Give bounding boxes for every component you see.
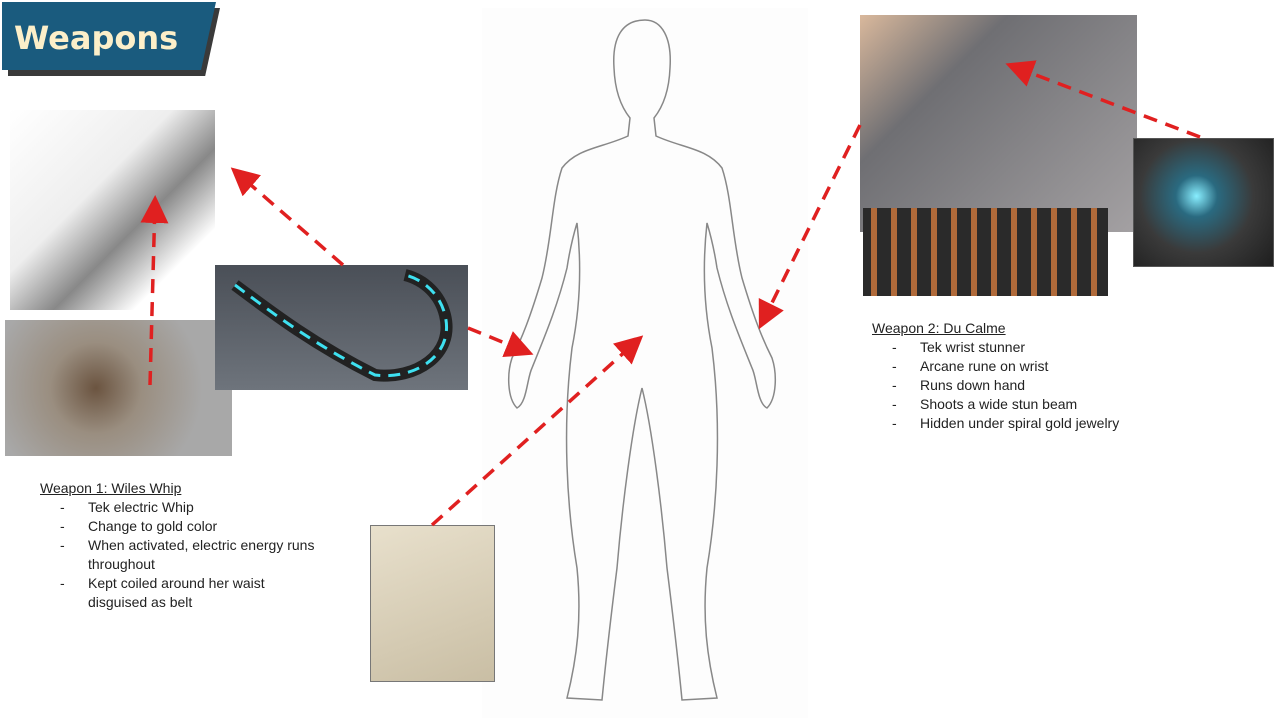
arrow-to-left-hand bbox=[467, 326, 534, 358]
slide-title: Weapons bbox=[2, 2, 216, 70]
list-item: Change to gold color bbox=[40, 517, 320, 536]
electric-whip-image bbox=[215, 265, 468, 390]
list-item: Runs down hand bbox=[872, 376, 1192, 395]
weapon2-heading: Weapon 2: Du Calme bbox=[872, 320, 1006, 336]
weapon2-notes: Weapon 2: Du Calme Tek wrist stunner Arc… bbox=[872, 319, 1192, 433]
list-item: When activated, electric energy runs thr… bbox=[40, 536, 320, 574]
arrow-whip-top bbox=[230, 167, 345, 267]
arrow-whip-vertical bbox=[140, 195, 169, 386]
arrow-wrist-to-glove bbox=[1005, 60, 1201, 139]
arrow-belt-to-waist bbox=[430, 335, 644, 527]
body-outline-image bbox=[482, 8, 808, 718]
weapon1-heading: Weapon 1: Wiles Whip bbox=[40, 480, 182, 496]
whip-parts-image bbox=[10, 110, 215, 310]
list-item: Tek wrist stunner bbox=[872, 338, 1192, 357]
wrist-device-image bbox=[1133, 138, 1274, 267]
character-whip-image bbox=[5, 320, 232, 456]
list-item: Hidden under spiral gold jewelry bbox=[872, 414, 1192, 433]
weapon1-notes: Weapon 1: Wiles Whip Tek electric Whip C… bbox=[40, 479, 320, 612]
arrow-glove-to-right-hand bbox=[758, 124, 862, 330]
list-item: Kept coiled around her waist disguised a… bbox=[40, 574, 320, 612]
glove-image bbox=[860, 15, 1137, 232]
spiral-rings-image bbox=[863, 208, 1108, 296]
list-item: Tek electric Whip bbox=[40, 498, 320, 517]
belt-sketch-image bbox=[370, 525, 495, 682]
list-item: Shoots a wide stun beam bbox=[872, 395, 1192, 414]
list-item: Arcane rune on wrist bbox=[872, 357, 1192, 376]
